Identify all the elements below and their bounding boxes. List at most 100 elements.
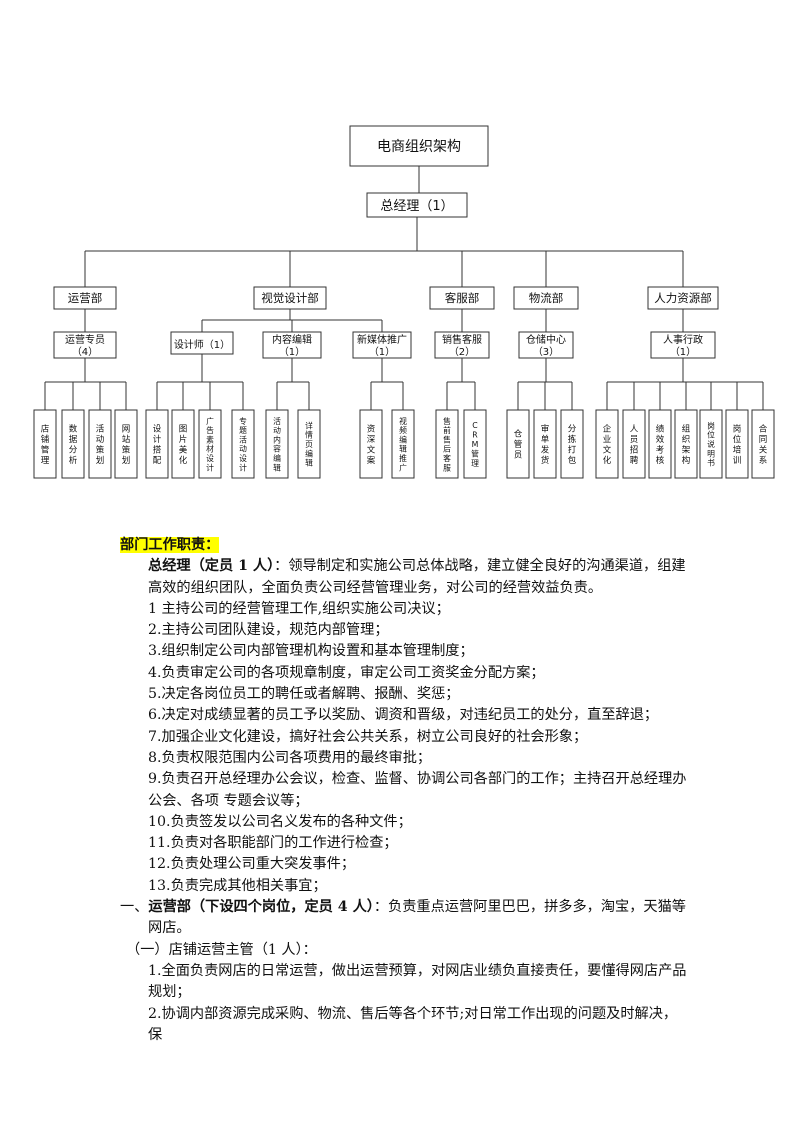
leaf-box [297, 409, 321, 479]
department-1-name: 视觉设计部 [261, 291, 319, 305]
store-duty-list: 1.全面负责网店的日常运营，做出运营预算，对网店业绩负直接责任，要懂得网店产品规… [120, 961, 690, 1046]
leaf-box [725, 409, 749, 479]
gm-duty-item: 5.决定各岗位员工的聘任或者解聘、报酬、奖惩； [148, 686, 460, 703]
sub-role-label: 新媒体推广 [357, 333, 407, 346]
leaf-box [560, 409, 584, 479]
department-0-name: 运营部 [68, 291, 103, 305]
duty-document: 部门工作职责： 总经理（定员 1 人）：领导制定和实施公司总体战略，建立健全良好… [120, 535, 690, 1046]
leaf-label: 店铺管理 [41, 423, 50, 466]
leaf-box [435, 409, 459, 479]
leaf-label: 岗位培训 [733, 423, 742, 466]
gm-duty-item: 9.负责召开总经理办公会议，检查、监督、协调公司各部门的工作；主持召开总经理办公… [148, 771, 687, 809]
leaf-label: 资深文案 [367, 423, 376, 466]
leaf-label: 图片美化 [179, 424, 188, 466]
department-3-name: 物流部 [529, 291, 564, 305]
leaf-label: 人员招聘 [630, 424, 639, 466]
leaf-box [231, 409, 255, 479]
leaf-box [751, 409, 775, 479]
leaf-box [114, 409, 138, 479]
leaf-label: 详情页编辑 [305, 420, 313, 467]
leaf-box [171, 409, 195, 479]
store-manager-heading: （一）店铺运营主管（1 人）： [126, 941, 317, 958]
gm-duty-item: 8.负责权限范围内公司各项费用的最终审批； [148, 749, 432, 766]
leaf-label: 设计搭配 [153, 423, 162, 466]
chart-title-box [349, 125, 489, 167]
sub-role-label: （2） [449, 346, 475, 358]
leaf-box [88, 409, 112, 479]
leaf-box [198, 409, 222, 479]
leaf-box [61, 409, 85, 479]
gm-paragraph: 总经理（定员 1 人）：领导制定和实施公司总体战略，建立健全良好的沟通渠道，组建… [120, 556, 690, 599]
leaf-box [145, 409, 169, 479]
leaf-label: 绩效考核 [656, 423, 665, 466]
sub-role-label: （3） [533, 346, 559, 358]
sub-role-box [434, 331, 490, 359]
sub-role-box [518, 331, 574, 359]
department-4-name: 人力资源部 [654, 291, 712, 305]
leaf-box [359, 409, 383, 479]
leaf-label: 审单发货 [541, 423, 550, 466]
leaf-label: 企业文化 [603, 423, 612, 466]
gm-duty-item: 4.负责审定公司的各项规章制度，审定公司工资奖金分配方案； [148, 664, 545, 681]
leaf-label: 合同关系 [759, 423, 768, 466]
leaf-label: 岗位说明书 [707, 421, 715, 467]
sub-role-label: 内容编辑 [272, 333, 312, 346]
gm-duty-item: 13.负责完成其他相关事宜； [148, 877, 327, 894]
leaf-box [391, 409, 415, 479]
sub-role-box [650, 331, 716, 359]
leaf-label: 网站策划 [122, 424, 131, 466]
sub-role-box [53, 331, 117, 359]
leaf-box [674, 409, 698, 479]
chart-title: 电商组织架构 [377, 139, 461, 155]
leaf-box [622, 409, 646, 479]
gm-duty-item: 3.组织制定公司内部管理机构设置和基本管理制度； [148, 643, 474, 660]
leaf-label: 专题活动设计 [239, 416, 247, 473]
leaf-label: 视频编辑推广 [399, 416, 407, 473]
gm-duty-item: 12.负责处理公司重大突发事件； [148, 856, 356, 873]
sub-role-label: （1） [670, 346, 696, 358]
section-heading: 部门工作职责： [120, 537, 220, 553]
leaf-label: 广告素材设计 [206, 416, 214, 473]
sub-role-label: （1） [369, 346, 395, 358]
leaf-label: 数据分析 [69, 423, 78, 466]
leaf-label: 活动策划 [96, 423, 105, 466]
sub-role-label: 运营专员 [65, 333, 105, 346]
leaf-box [463, 409, 487, 479]
leaf-box [595, 409, 619, 479]
sub-role-label: 人事行政 [663, 333, 703, 346]
leaf-label: 组织架构 [682, 423, 691, 466]
leaf-box [699, 409, 723, 479]
gm-duty-item: 7.加强企业文化建设，搞好社会公共关系，树立公司良好的社会形象； [148, 728, 588, 745]
gm-desc: ：领导制定和实施公司总体战略，建立健全良好的沟通渠道，组建高效的组织团队，全面负… [148, 558, 686, 596]
department-2-name: 客服部 [445, 291, 480, 305]
leaf-label: 仓管员 [514, 429, 523, 461]
sub-role-box [262, 331, 322, 359]
gm-duty-item: 2.主持公司团队建设，规范内部管理； [148, 622, 389, 639]
leaf-box [265, 409, 289, 479]
sub-role-label: 仓储中心 [526, 333, 566, 346]
sub-role-label: 销售客服 [442, 333, 482, 346]
leaf-box [533, 409, 557, 479]
store-duty-item: 2.协调内部资源完成采购、物流、售后等各个环节;对日常工作出现的问题及时解决，保 [148, 1005, 678, 1043]
store-duty-item: 1.全面负责网店的日常运营，做出运营预算，对网店业绩负直接责任，要懂得网店产品规… [148, 962, 687, 1001]
gm-title: 总经理（定员 1 人） [148, 558, 275, 575]
sub-role-label: （1） [279, 346, 305, 358]
ops-desc: ：负责重点运营阿里巴巴，拼多多，淘宝，天猫等网店。 [148, 899, 686, 937]
gm-duty-item: 10.负责签发以公司名义发布的各种文件； [148, 813, 412, 830]
leaf-box [648, 409, 672, 479]
sub-role-label: 设计师（1） [174, 338, 230, 351]
leaf-box [506, 409, 530, 479]
ops-title: 运营部（下设四个岗位，定员 4 人） [148, 899, 374, 916]
leaf-label: 分拣打包 [568, 424, 577, 466]
leaf-box [33, 409, 57, 479]
gm-duty-item: 1 主持公司的经营管理工作,组织实施公司决议； [148, 600, 450, 617]
gm-duty-list: 1 主持公司的经营管理工作,组织实施公司决议； 2.主持公司团队建设，规范内部管理… [120, 599, 690, 897]
ceo-label: 总经理（1） [380, 199, 453, 214]
ops-paragraph: 一、运营部（下设四个岗位，定员 4 人）：负责重点运营阿里巴巴，拼多多，淘宝，天… [120, 899, 686, 937]
gm-duty-item: 6.决定对成绩显著的员工予以奖励、调资和晋级，对违纪员工的处分，直至辞退； [148, 707, 659, 724]
gm-duty-item: 11.负责对各职能部门的工作进行检查； [148, 835, 398, 852]
ceo-box [366, 192, 468, 218]
sub-role-label: （4） [72, 346, 98, 358]
